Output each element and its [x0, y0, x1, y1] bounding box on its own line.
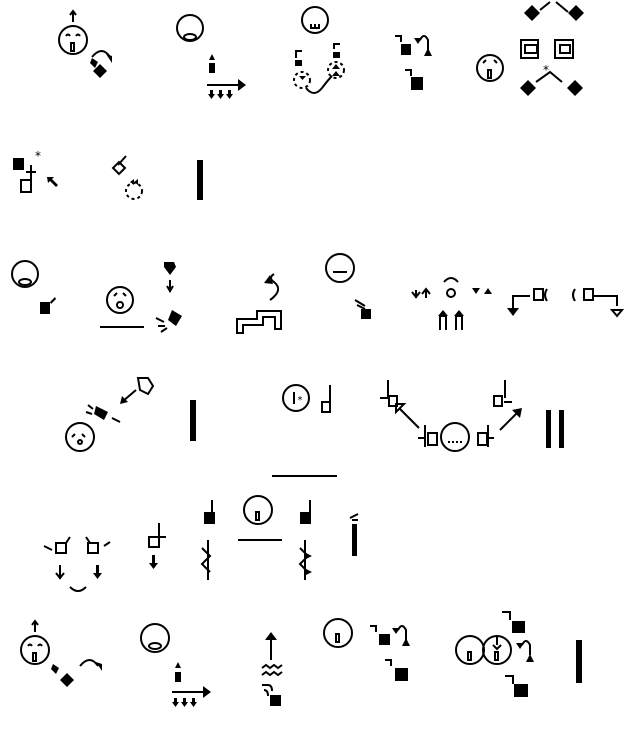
face-icon	[106, 286, 134, 314]
face-icon	[176, 14, 204, 42]
face-icon	[11, 260, 39, 288]
sign-6: *	[13, 149, 58, 193]
face-icon	[476, 54, 504, 82]
sign-14	[65, 377, 155, 452]
sign-16	[380, 380, 522, 452]
sign-7	[111, 155, 143, 200]
face-icon	[65, 422, 95, 452]
sign-24	[455, 611, 534, 697]
contact-star-icon: *	[543, 63, 549, 77]
sign-15: *	[282, 384, 331, 413]
svg-text:*: *	[298, 395, 303, 406]
sign-2	[176, 14, 246, 99]
face-icon	[58, 25, 88, 55]
sign-20	[20, 619, 102, 687]
bar-separator-icon	[197, 160, 203, 200]
hand-icon	[40, 297, 56, 314]
sign-11	[325, 253, 371, 319]
sign-3	[293, 6, 345, 94]
arrow-diagonal-icon	[499, 411, 519, 431]
arrow-up-icon	[69, 9, 77, 22]
face-icon	[325, 253, 355, 283]
face-icon	[301, 6, 329, 34]
arrow-diagonal-icon	[47, 177, 58, 187]
hand-icon	[295, 43, 340, 66]
arrows-down-icon	[208, 90, 233, 99]
bar-icon	[352, 524, 357, 556]
sign-22	[261, 632, 283, 706]
bar-separator-icon	[559, 410, 564, 448]
bar-separator-icon	[546, 410, 551, 448]
contact-star-icon: *	[35, 149, 41, 163]
face-icon	[440, 422, 470, 452]
hand-icon	[168, 310, 182, 326]
sign-13	[507, 288, 625, 318]
sign-9	[100, 262, 182, 333]
hand-icon	[90, 58, 107, 78]
face-icon	[482, 635, 512, 665]
diamond-hand-icon	[520, 5, 584, 96]
face-icon	[323, 618, 353, 648]
face-icon	[282, 384, 310, 412]
sign-18	[148, 523, 166, 569]
face-icon	[243, 495, 273, 525]
bar-separator-icon	[190, 400, 196, 441]
hand-icon	[209, 54, 215, 73]
arrow-diagonal-icon	[398, 407, 420, 429]
hand-icon	[401, 44, 411, 55]
sign-8	[11, 260, 56, 314]
curved-arrow-icon	[91, 50, 111, 58]
sign-10	[236, 273, 282, 334]
curved-arrow-icon	[269, 273, 280, 301]
sign-19	[200, 495, 359, 580]
sign-21	[140, 623, 211, 707]
hand-icon	[411, 77, 423, 90]
sign-17	[43, 536, 111, 592]
face-icon	[20, 635, 50, 665]
sign-1	[58, 9, 112, 78]
bar-separator-icon	[576, 640, 582, 683]
sign-23	[323, 618, 410, 681]
hand-icon	[164, 262, 176, 275]
sign-5: *	[476, 1, 584, 96]
sign-4	[395, 35, 432, 90]
arrow-down-icon	[166, 280, 174, 293]
face-icon	[140, 623, 170, 653]
sign-12	[411, 277, 492, 330]
